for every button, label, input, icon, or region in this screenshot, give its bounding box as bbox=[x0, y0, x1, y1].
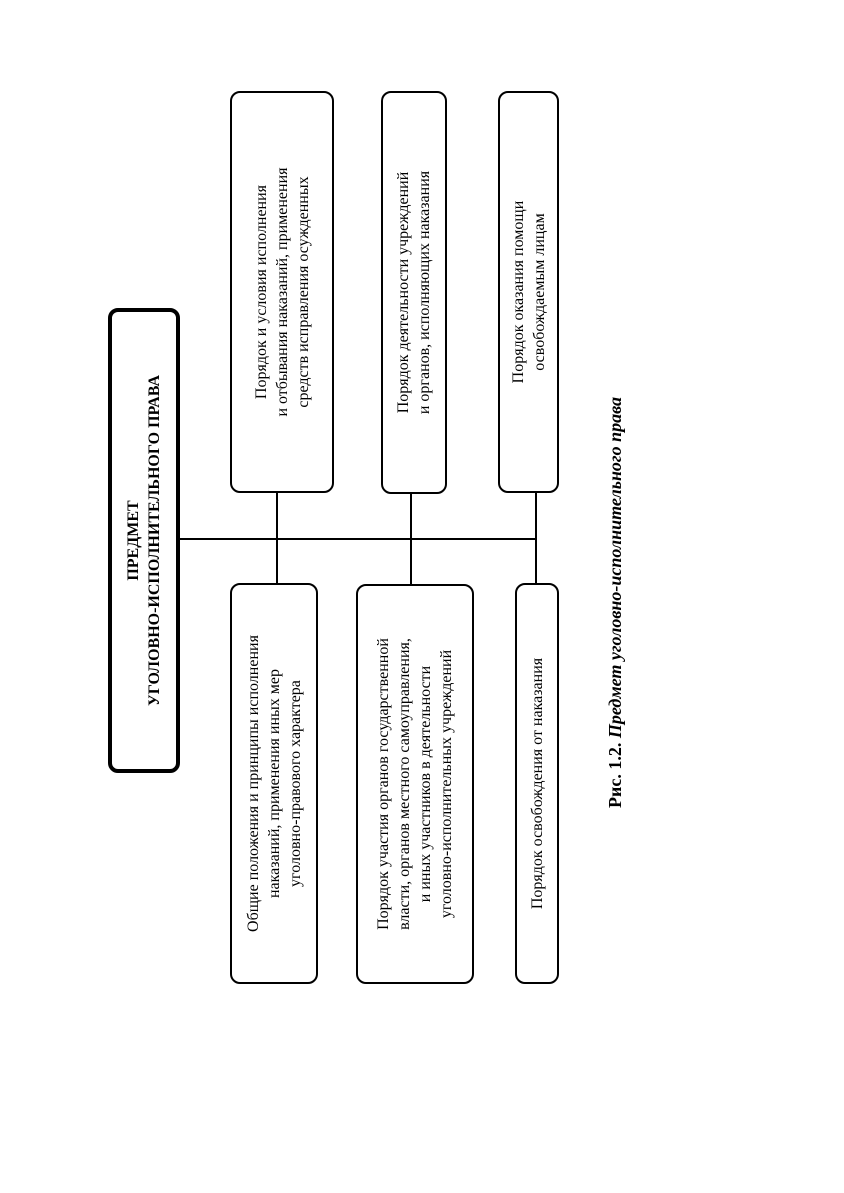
right-box-2-text: Порядок деятельности учреждений и органо… bbox=[395, 170, 433, 415]
row3-connector bbox=[535, 493, 537, 583]
figure-caption: Рис. 1.2. Предмет уголовно-исполнительно… bbox=[605, 397, 626, 808]
caption-text: Предмет уголовно-исполнительного права bbox=[605, 396, 625, 739]
row2-connector bbox=[410, 494, 412, 584]
left-box-2: Порядок участия органов государственной … bbox=[356, 584, 474, 984]
caption-number: Рис. 1.2. bbox=[605, 742, 625, 808]
left-box-3: Порядок освобождения от наказания bbox=[515, 583, 559, 984]
right-box-1-text: Порядок и условия исполнения и отбывания… bbox=[252, 167, 312, 417]
right-box-3-text: Порядок оказания помощи освобождаемым ли… bbox=[509, 200, 548, 384]
right-box-2: Порядок деятельности учреждений и органо… bbox=[381, 91, 447, 494]
title-text: ПРЕДМЕТ УГОЛОВНО-ИСПОЛНИТЕЛЬНОГО ПРАВА bbox=[125, 374, 163, 707]
left-box-3-text: Порядок освобождения от наказания bbox=[528, 657, 546, 910]
right-box-1: Порядок и условия исполнения и отбывания… bbox=[230, 91, 334, 493]
trunk-line bbox=[180, 538, 536, 540]
row1-connector bbox=[276, 493, 278, 583]
right-box-3: Порядок оказания помощи освобождаемым ли… bbox=[498, 91, 559, 493]
left-box-1-text: Общие положения и принципы исполнения на… bbox=[244, 635, 304, 932]
left-box-1: Общие положения и принципы исполнения на… bbox=[230, 583, 318, 984]
title-box: ПРЕДМЕТ УГОЛОВНО-ИСПОЛНИТЕЛЬНОГО ПРАВА bbox=[108, 308, 180, 773]
left-box-2-text: Порядок участия органов государственной … bbox=[375, 638, 455, 930]
